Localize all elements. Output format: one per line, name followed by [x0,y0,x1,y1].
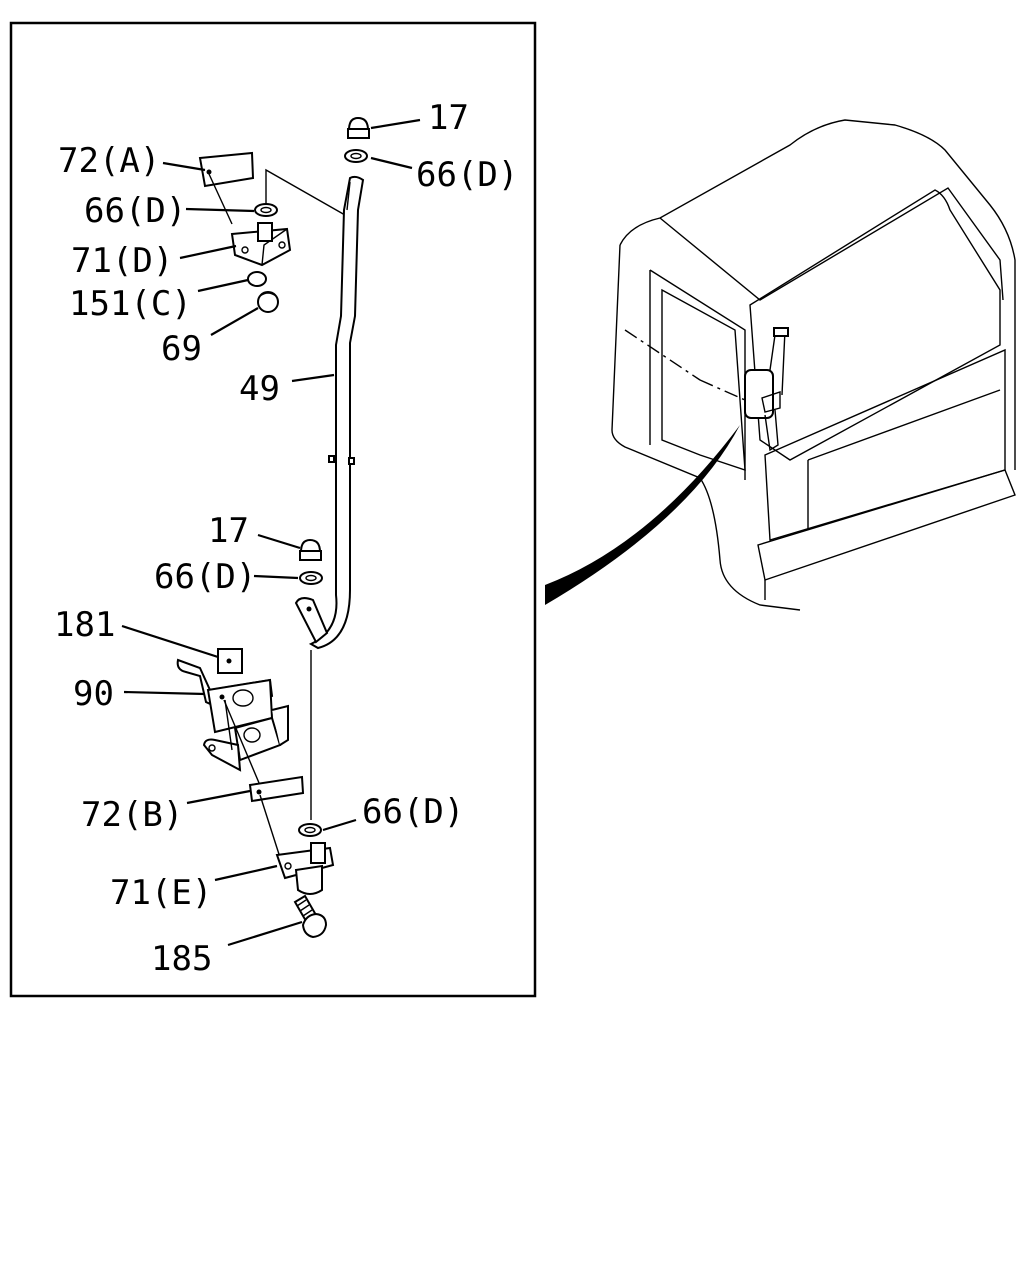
cap-nut-17-top [347,116,370,139]
callout-90: 90 [73,674,114,714]
callout-17-top: 17 [428,98,469,138]
bracket-71d [230,222,292,267]
washer-66d-upper [254,203,278,217]
nut-69 [257,291,279,313]
bracket-71e [275,842,335,895]
callout-71e: 71(E) [110,873,212,913]
washer-66d-top [344,149,368,163]
pointer-arrow [545,425,740,605]
washer-66d-low [298,823,322,837]
callout-66d-top: 66(D) [416,155,518,195]
bracket-90 [176,658,289,772]
vehicle-rear-view [545,119,1016,611]
callout-66d-low: 66(D) [362,792,464,832]
callout-66d-mid: 66(D) [154,557,256,597]
cap-nut-17-mid [299,538,322,561]
callout-69: 69 [161,329,202,369]
callout-66d-upper: 66(D) [84,191,186,231]
callout-72a: 72(A) [58,141,160,181]
washer-66d-mid [299,571,323,585]
callout-151c: 151(C) [69,284,192,324]
callout-72b: 72(B) [81,795,183,835]
bolt-185 [293,894,328,939]
mirror-stay-rod [294,175,365,650]
callout-181: 181 [54,605,115,645]
callout-71d: 71(D) [71,241,173,281]
callout-17-mid: 17 [208,511,249,551]
plate-72b [248,775,305,803]
detail-frame [9,21,537,998]
callout-185: 185 [151,939,212,979]
washer-151c [247,271,267,287]
plate-72a [198,151,255,188]
callout-49: 49 [239,369,280,409]
